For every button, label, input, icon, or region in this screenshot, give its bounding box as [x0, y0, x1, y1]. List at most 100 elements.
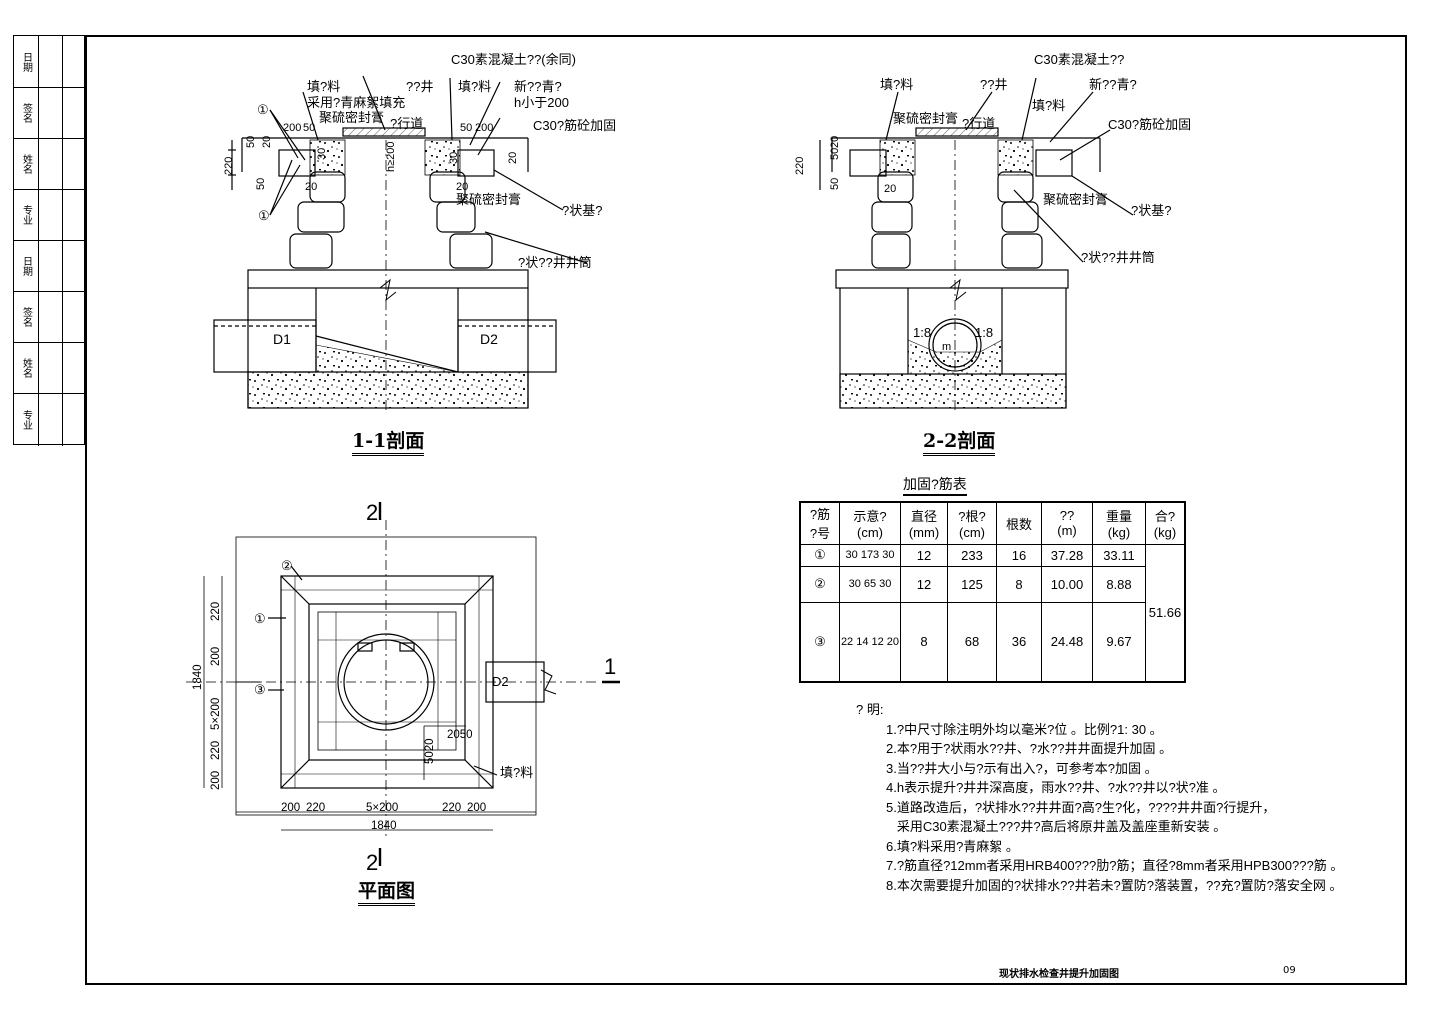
rebar-mark-1: ①	[257, 102, 269, 117]
label-new-asphalt: 新??青?	[1089, 77, 1137, 92]
cell-id: ②	[799, 565, 840, 603]
side-row: 日期	[14, 36, 86, 88]
section-2-2-labels: C30素混凝土?? 填?料 ??井 新??青? 填?料 聚硫密封膏 ?行道 C3…	[880, 52, 1191, 353]
label-shaft: ?状??井井筒	[1081, 250, 1155, 265]
svg-text:20: 20	[829, 136, 841, 148]
note-item: 5.道路改造后，?状排水??井井面?高?生?化，????井井面?行提升，	[886, 799, 1276, 815]
cell-total-len: 10.00	[1041, 565, 1093, 603]
rebar-mark-1-lower: ①	[258, 208, 270, 223]
cell-id: ①	[799, 543, 840, 567]
svg-text:20: 20	[884, 183, 896, 195]
label-sealant-lower: 聚硫密封膏	[1043, 192, 1108, 207]
side-row: 专业	[14, 190, 86, 241]
label-sidewalk: ?行道	[962, 116, 995, 131]
rebar-mark-3: ③	[254, 682, 266, 697]
svg-text:20: 20	[456, 181, 468, 193]
side-row: 姓名	[14, 139, 86, 190]
svg-text:220: 220	[794, 157, 806, 175]
rebar-table-caption: 加固?筋表	[903, 474, 967, 496]
label-c30-rebar: C30?筋砼加固	[1108, 117, 1191, 132]
svg-text:5×200: 5×200	[210, 698, 222, 730]
label-slope-right: 1:8	[975, 325, 993, 340]
cell-dia: 12	[900, 565, 948, 603]
col-header: ?根? (cm)	[947, 501, 997, 545]
label-c30: C30素混凝土??(余同)	[451, 52, 576, 67]
table-row: ③ 22 14 12 20 8 68 36 24.48 9.67	[799, 601, 1185, 683]
table-header-row: ?筋 ?号 示意? (cm) 直径 (mm) ?根? (cm) 根数 ?? (m…	[799, 501, 1186, 545]
side-label: 专业	[20, 410, 32, 430]
cell-sketch: 30 173 30	[839, 543, 901, 567]
svg-text:220: 220	[306, 802, 325, 814]
title-plan: 平面图	[358, 876, 416, 906]
svg-text:200: 200	[283, 122, 301, 134]
svg-text:30: 30	[448, 152, 460, 164]
section-2-2	[819, 77, 1134, 410]
label-well: ??井	[980, 77, 1007, 92]
col-header: 重量 (kg)	[1092, 501, 1146, 545]
section-mark-2-top: 2	[366, 500, 378, 525]
label-pipe-d2: D2	[480, 331, 498, 347]
cell-count: 16	[996, 543, 1042, 567]
svg-text:200: 200	[281, 802, 300, 814]
cell-count: 8	[996, 565, 1042, 603]
label-c30: C30素混凝土??	[1034, 52, 1124, 67]
col-header: 直径 (mm)	[900, 501, 948, 545]
svg-text:50: 50	[245, 136, 257, 148]
svg-text:220: 220	[223, 157, 235, 175]
section-mark-1: 1	[604, 654, 616, 679]
section-1-1-dims: 200 50 50 20 220 50 30 50 200 30 20 20 2…	[223, 122, 519, 193]
side-title-block: 日期 签名 姓名 专业 日期 签名 姓名 专业	[13, 35, 86, 446]
label-fill: 填?料	[500, 765, 533, 780]
label-fill-right: 填?料	[1032, 98, 1065, 113]
note-item: 7.?筋直径?12mm者采用HRB400???肋?筋；直径?8mm者采用HPB3…	[886, 858, 1344, 873]
label-pipe: m	[942, 341, 951, 353]
drawing-sheet-border	[85, 35, 1407, 985]
svg-text:220: 220	[210, 741, 222, 760]
col-header: 根数	[996, 501, 1042, 545]
side-row: 姓名	[14, 343, 86, 394]
label-pipe-d1: D1	[273, 331, 291, 347]
col-header: 合? (kg)	[1145, 501, 1186, 545]
label-fill-right: 填?料	[458, 79, 491, 94]
label-new-asphalt: 新??青?	[514, 79, 562, 94]
svg-text:1840: 1840	[371, 820, 397, 832]
cell-count: 36	[996, 601, 1042, 683]
plan-labels: 2 2 1 D2 ② ① ③ 填?料	[254, 500, 616, 875]
side-label: 签名	[20, 103, 32, 123]
label-pipe-d2: D2	[492, 674, 509, 689]
plan-dims: 200 220 5×200 220 200 1840 220 200 5×200…	[192, 602, 486, 832]
label-well: ??井	[406, 79, 433, 94]
cell-sketch: 22 14 12 20	[839, 601, 901, 683]
note-item: 8.本次需要提升加固的?状排水??井若未?置防?落装置，??充?置防?落安全网 …	[886, 877, 1343, 893]
cell-weight: 9.67	[1092, 601, 1146, 683]
note-item: 3.当??井大小与?示有出入?，可参考本?加固 。	[886, 760, 1158, 776]
rebar-mark-1: ①	[254, 611, 266, 626]
svg-text:5×200: 5×200	[366, 802, 398, 814]
cell-len: 125	[947, 565, 997, 603]
svg-text:50: 50	[255, 178, 267, 190]
side-row: 签名	[14, 88, 86, 139]
svg-text:220: 220	[210, 602, 222, 621]
side-label: 姓名	[20, 358, 32, 378]
section-2-2-dims: 220 50 50 20 20	[794, 136, 896, 195]
title-section-2-2: 2-2剖面	[923, 426, 996, 456]
svg-text:20: 20	[261, 136, 273, 148]
label-slope-left: 1:8	[913, 325, 931, 340]
label-sealant: 聚硫密封膏	[319, 110, 384, 125]
side-label: 专业	[20, 205, 32, 225]
note-item: 2.本?用于?状雨水??井、?水??井井面提升加固 。	[886, 741, 1173, 756]
table-row: ② 30 65 30 12 125 8 10.00 8.88	[799, 565, 1185, 603]
svg-text:50: 50	[829, 148, 841, 160]
section-1-1-labels: C30素混凝土??(余同) 填?料 采用?青麻絮填充 ??井 填?料 新??青?…	[257, 52, 616, 347]
cell-total-len: 24.48	[1041, 601, 1093, 683]
cell-weight: 8.88	[1092, 565, 1146, 603]
label-sealant: 聚硫密封膏	[893, 111, 958, 126]
side-label: 日期	[20, 256, 32, 276]
label-shaft: ?状??井井筒	[518, 255, 592, 270]
svg-text:50: 50	[829, 178, 841, 190]
note-item: 4.h表示提升?井井深高度，雨水??井、?水??井以?状?准 。	[886, 780, 1226, 795]
label-fill: 填?料	[880, 77, 913, 92]
svg-text:200: 200	[467, 802, 486, 814]
svg-text:200: 200	[475, 122, 493, 134]
